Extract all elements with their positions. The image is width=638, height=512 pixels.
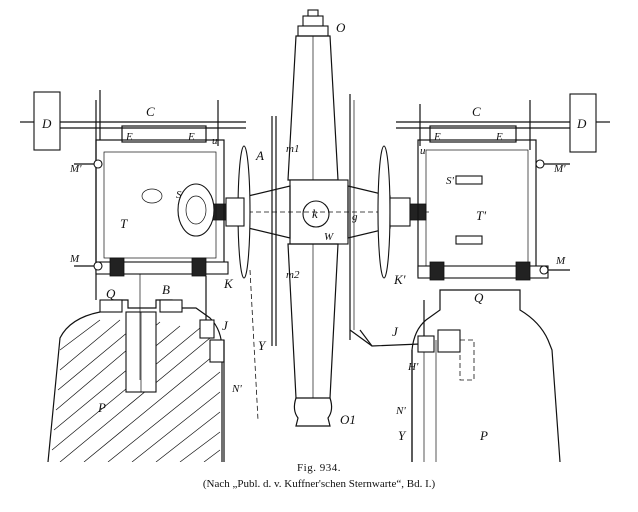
label-A: A xyxy=(255,148,264,163)
label-K-right: K' xyxy=(393,272,406,287)
label-E3: E xyxy=(433,131,441,143)
telescope-tube xyxy=(287,9,349,427)
label-O: O xyxy=(336,20,346,35)
label-P-left: P xyxy=(97,400,106,415)
left-pier xyxy=(47,299,225,462)
label-M-right2: M xyxy=(555,255,566,267)
label-E2: E xyxy=(187,131,195,143)
label-M-right1: M' xyxy=(553,163,566,175)
label-u-left: u xyxy=(212,135,218,147)
label-S-left: S xyxy=(176,189,182,201)
label-Q-left: Q xyxy=(106,286,116,301)
label-M-left2: M xyxy=(69,253,80,265)
label-W: W xyxy=(324,231,334,243)
right-pier xyxy=(411,289,561,462)
label-k: k xyxy=(312,206,318,221)
label-N-left: N' xyxy=(231,383,242,395)
figure-caption: Fig. 934. (Nach „Publ. d. v. Kuffner'sch… xyxy=(0,462,638,490)
label-N-right: N' xyxy=(395,405,406,417)
label-E1: E xyxy=(125,131,133,143)
reversing-rods xyxy=(249,94,421,421)
horizontal-axis xyxy=(200,145,430,279)
figure-number: Fig. 934. xyxy=(297,462,341,474)
label-E4: E xyxy=(495,131,503,143)
label-T-left: T xyxy=(120,216,128,231)
label-g: g xyxy=(352,211,358,223)
label-S-right: S' xyxy=(446,175,455,187)
label-J-left: J xyxy=(222,318,229,333)
label-P-right: P xyxy=(479,428,488,443)
label-K-left: K xyxy=(223,276,234,291)
label-Y-right: Y xyxy=(398,428,407,443)
label-C-right: C xyxy=(472,104,481,119)
left-frame xyxy=(20,90,246,380)
label-Y-left: Y xyxy=(258,338,267,353)
label-J-right: J xyxy=(392,324,399,339)
label-D-right: D xyxy=(576,116,587,131)
label-O1: O1 xyxy=(340,412,356,427)
label-H: H' xyxy=(407,361,419,373)
label-Q-right: Q xyxy=(474,290,484,305)
label-B: B xyxy=(162,282,170,297)
label-m1: m1 xyxy=(286,143,299,155)
transit-instrument-diagram: O O1 C C D D E E E E A k W g T T' S S' M… xyxy=(20,9,610,462)
figure-source: (Nach „Publ. d. v. Kuffner'schen Sternwa… xyxy=(202,478,436,490)
label-D-left: D xyxy=(41,116,52,131)
label-M-left1: M' xyxy=(69,163,82,175)
label-m2: m2 xyxy=(286,269,300,281)
right-frame xyxy=(396,93,610,353)
label-u-right: u xyxy=(420,145,426,157)
label-T-right: T' xyxy=(476,208,486,223)
figure-labels: O O1 C C D D E E E E A k W g T T' S S' M… xyxy=(41,20,587,443)
label-C-left: C xyxy=(146,104,155,119)
